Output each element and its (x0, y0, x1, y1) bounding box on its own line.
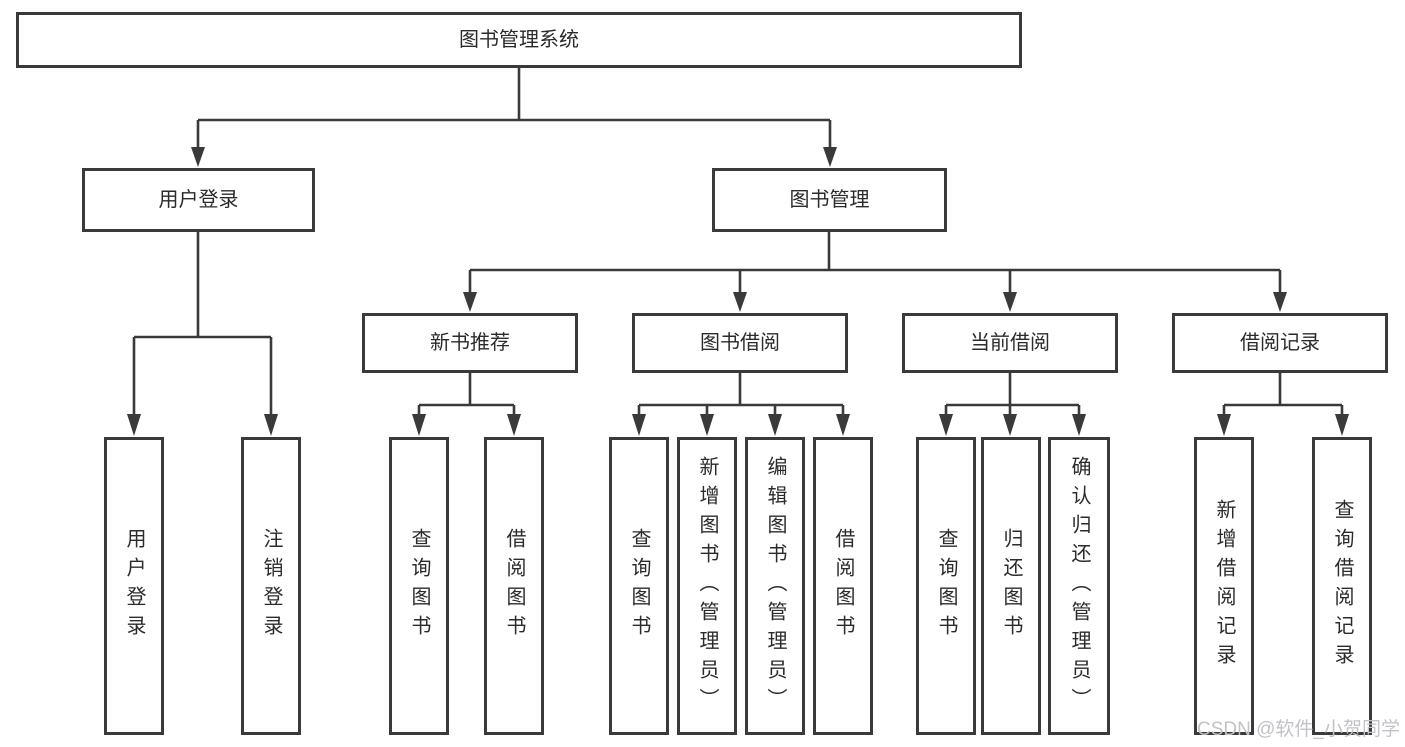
node-borrow-edit-book-admin: 编辑图书（管理员） (745, 437, 805, 735)
node-current-borrow: 当前借阅 (902, 313, 1118, 373)
node-login-user-login: 用户登录 (104, 437, 164, 735)
node-recommend-borrow-books: 借阅图书 (484, 437, 544, 735)
csdn-watermark: CSDN @软件_小贺同学 (1197, 719, 1400, 740)
node-book-management: 图书管理 (712, 168, 947, 232)
node-records-add-record: 新增借阅记录 (1194, 437, 1254, 735)
node-current-confirm-return-admin: 确认归还（管理员） (1048, 437, 1110, 735)
node-login-logout: 注销登录 (241, 437, 301, 735)
node-system-root: 图书管理系统 (16, 12, 1022, 68)
node-book-borrow: 图书借阅 (632, 313, 848, 373)
node-borrow-query-books: 查询图书 (609, 437, 669, 735)
node-borrow-add-book-admin: 新增图书（管理员） (677, 437, 737, 735)
node-borrow-records: 借阅记录 (1172, 313, 1388, 373)
node-user-login: 用户登录 (82, 168, 315, 232)
node-current-return-books: 归还图书 (981, 437, 1041, 735)
node-recommend-query-books: 查询图书 (389, 437, 449, 735)
node-current-query-books: 查询图书 (916, 437, 976, 735)
node-borrow-borrow-books: 借阅图书 (813, 437, 873, 735)
node-records-query-record: 查询借阅记录 (1312, 437, 1372, 735)
node-new-book-recommend: 新书推荐 (362, 313, 578, 373)
